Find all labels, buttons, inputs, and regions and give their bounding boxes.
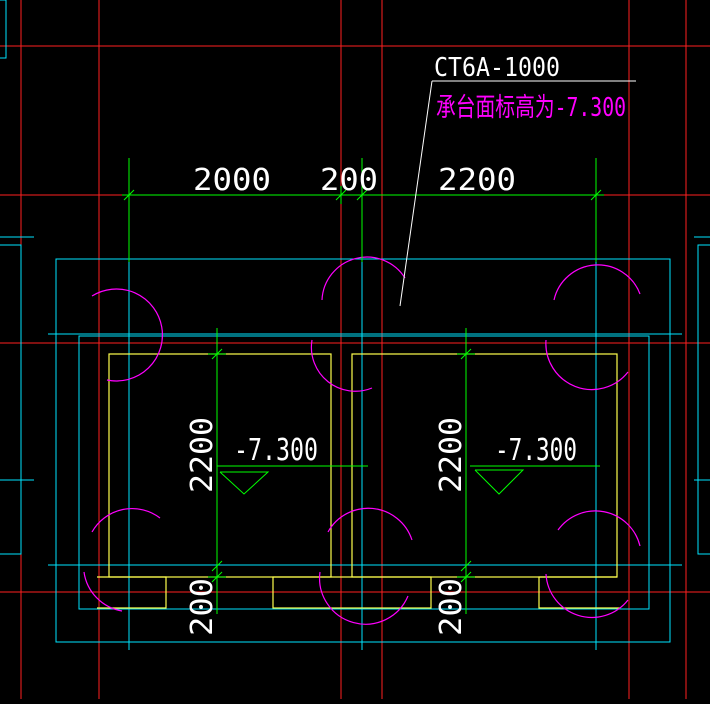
level-value-left: -7.300 xyxy=(234,433,318,468)
pit-outlines xyxy=(97,353,620,609)
tick-mark xyxy=(211,571,223,583)
sump-outline xyxy=(97,576,167,609)
dimension-left-bottom: 200 xyxy=(185,578,220,636)
piles xyxy=(83,256,641,625)
pile-circle xyxy=(557,510,641,547)
dimension-right-bottom: 200 xyxy=(434,578,469,636)
adjacent-outline-right xyxy=(697,244,710,555)
cap-inner-outline xyxy=(78,335,650,610)
pile-circle xyxy=(327,507,413,541)
annotation-leader xyxy=(399,80,636,307)
tick-mark xyxy=(356,189,368,201)
pile-circle xyxy=(91,288,163,382)
tick-mark xyxy=(211,560,223,572)
tick-mark xyxy=(590,189,602,201)
sump-outline xyxy=(538,576,620,609)
tick-mark xyxy=(211,348,223,360)
pile-circle xyxy=(83,571,123,612)
cap-name-label: CT6A-1000 xyxy=(434,53,560,83)
level-symbol-left xyxy=(219,471,270,495)
cap-outline xyxy=(0,0,710,650)
tick-mark xyxy=(460,571,472,583)
sump-outline xyxy=(272,576,432,609)
pile-circle xyxy=(321,256,406,301)
level-symbol-right xyxy=(474,469,525,495)
pile-circle xyxy=(91,508,161,533)
level-value-right: -7.300 xyxy=(495,433,577,468)
pile-circle xyxy=(318,571,409,625)
tick-mark xyxy=(460,560,472,572)
cap-outer-outline xyxy=(55,258,671,643)
dimension-top-3: 2200 xyxy=(438,163,516,198)
leader-line xyxy=(399,80,433,307)
dimension-top-1: 2000 xyxy=(193,163,271,198)
adjacent-outline-left xyxy=(0,0,7,59)
drawing-text: CT6A-1000 承台面标高为-7.300 2000 200 2200 220… xyxy=(185,53,626,636)
dimension-left-vertical: 2200 xyxy=(185,417,220,493)
dimension-top-2: 200 xyxy=(320,163,378,198)
elevation-note-label: 承台面标高为-7.300 xyxy=(436,93,626,123)
dimension-right-vertical: 2200 xyxy=(434,417,469,493)
pile-circle xyxy=(545,573,629,618)
adjacent-outline-left xyxy=(0,244,22,555)
pile-circle xyxy=(545,339,629,391)
tick-mark xyxy=(460,348,472,360)
pile-circle xyxy=(310,339,373,392)
tick-mark xyxy=(335,189,347,201)
tick-mark xyxy=(123,189,135,201)
pile-circle xyxy=(553,264,641,301)
dimension-lines xyxy=(122,158,604,614)
